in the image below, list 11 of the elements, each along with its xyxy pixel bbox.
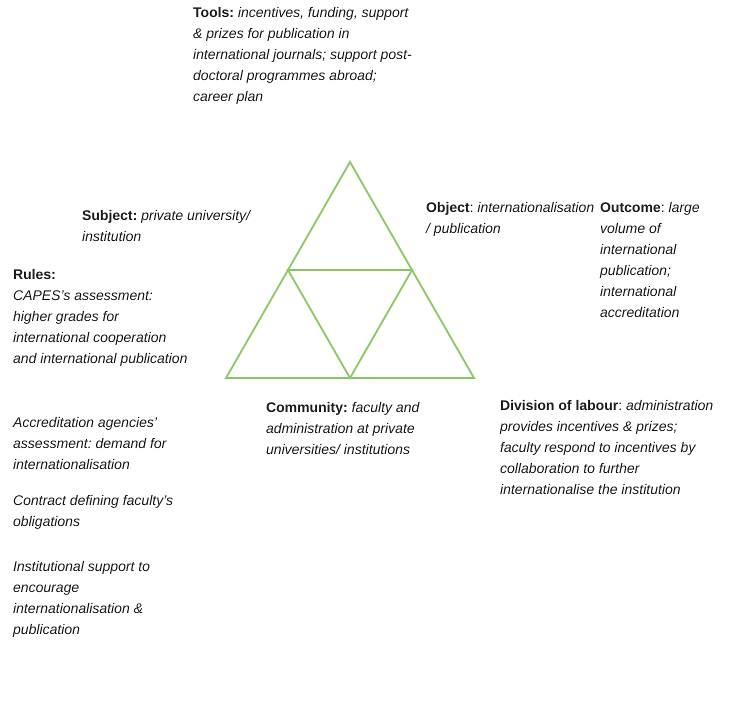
community-note: Community: faculty and administration at private universities/ institutions (266, 398, 421, 459)
rule-text: Institutional support to encourage internationalisation & publication (13, 557, 151, 639)
rule-text: Accreditation agencies’ assessment: demand for internationalisation (13, 413, 168, 474)
division-of-labour-note: Division of labour: administration provides incentives & prizes; faculty respond to incentives by collaboration to further internationalise the institution (500, 396, 714, 499)
rule-text: Contract defining faculty’s obligations (13, 491, 174, 531)
object-note: Object: internationalisation / publication (426, 198, 596, 238)
rules-heading: Rules: (13, 265, 57, 284)
rule-text: CAPES’s assessment: higher grades for international cooperation and international publication (13, 286, 188, 368)
tools-note: Tools: incentives, funding, support & prizes for publication in international journals; support post-doctoral programmes abroad; career plan (193, 3, 413, 106)
subject-note: Subject: private university/ institution (82, 206, 252, 246)
outcome-note: Outcome: large volume of international publication; international accreditation (600, 198, 701, 322)
